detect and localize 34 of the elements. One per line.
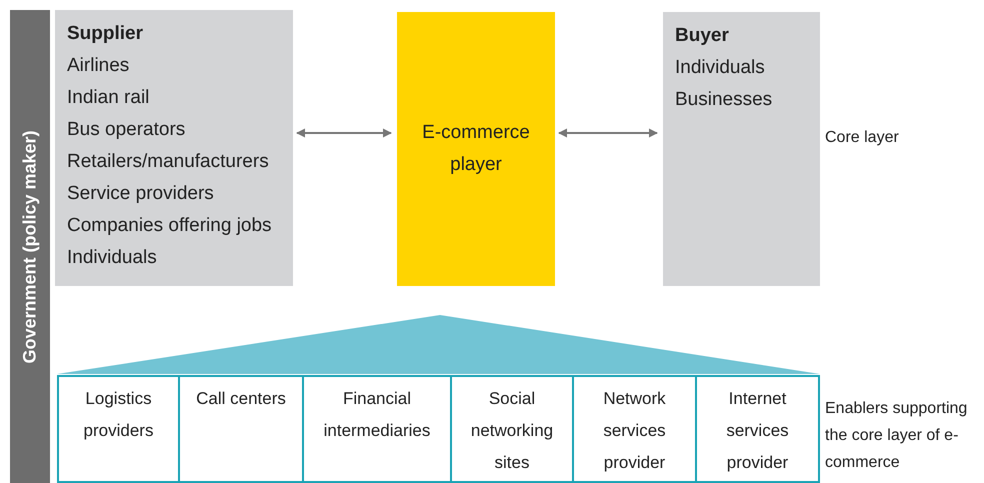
enabler-box [695, 375, 820, 483]
enabler-box [450, 375, 574, 483]
node-label: Network services provider [602, 388, 667, 474]
enabler-box [178, 375, 304, 483]
node-label: Social networking sites [470, 388, 554, 474]
node-label: Internet services provider [725, 388, 790, 474]
list-item: Businesses [675, 88, 772, 112]
enabler-box [302, 375, 452, 483]
heading: Supplier [67, 22, 144, 46]
enabler-box [57, 375, 180, 483]
side-band [10, 10, 50, 483]
node-label: Financial intermediaries [322, 388, 432, 442]
list-box [55, 10, 293, 286]
side-note: Core layer [825, 128, 900, 148]
node-label: Logistics providers [82, 388, 154, 442]
center-box [397, 12, 555, 286]
heading: Buyer [675, 24, 729, 48]
enabler-box [572, 375, 697, 483]
list-item: Bus operators [67, 118, 186, 142]
list-item: Indian rail [67, 86, 150, 110]
double-arrow [558, 128, 658, 138]
double-arrow [296, 128, 392, 138]
roof-triangle [57, 315, 820, 374]
list-item: Airlines [67, 54, 130, 78]
vertical-label: Government (policy maker) [20, 130, 40, 364]
node-label: E-commerce player [421, 121, 531, 177]
side-note: Enablers supporting the core layer of e-commerce [825, 399, 968, 473]
list-item: Retailers/manufacturers [67, 150, 269, 174]
list-item: Individuals [67, 246, 157, 270]
list-item: Companies offering jobs [67, 214, 272, 238]
node-label: Call centers [195, 388, 287, 410]
list-item: Service providers [67, 182, 214, 206]
list-box [663, 12, 820, 286]
list-item: Individuals [675, 56, 765, 80]
